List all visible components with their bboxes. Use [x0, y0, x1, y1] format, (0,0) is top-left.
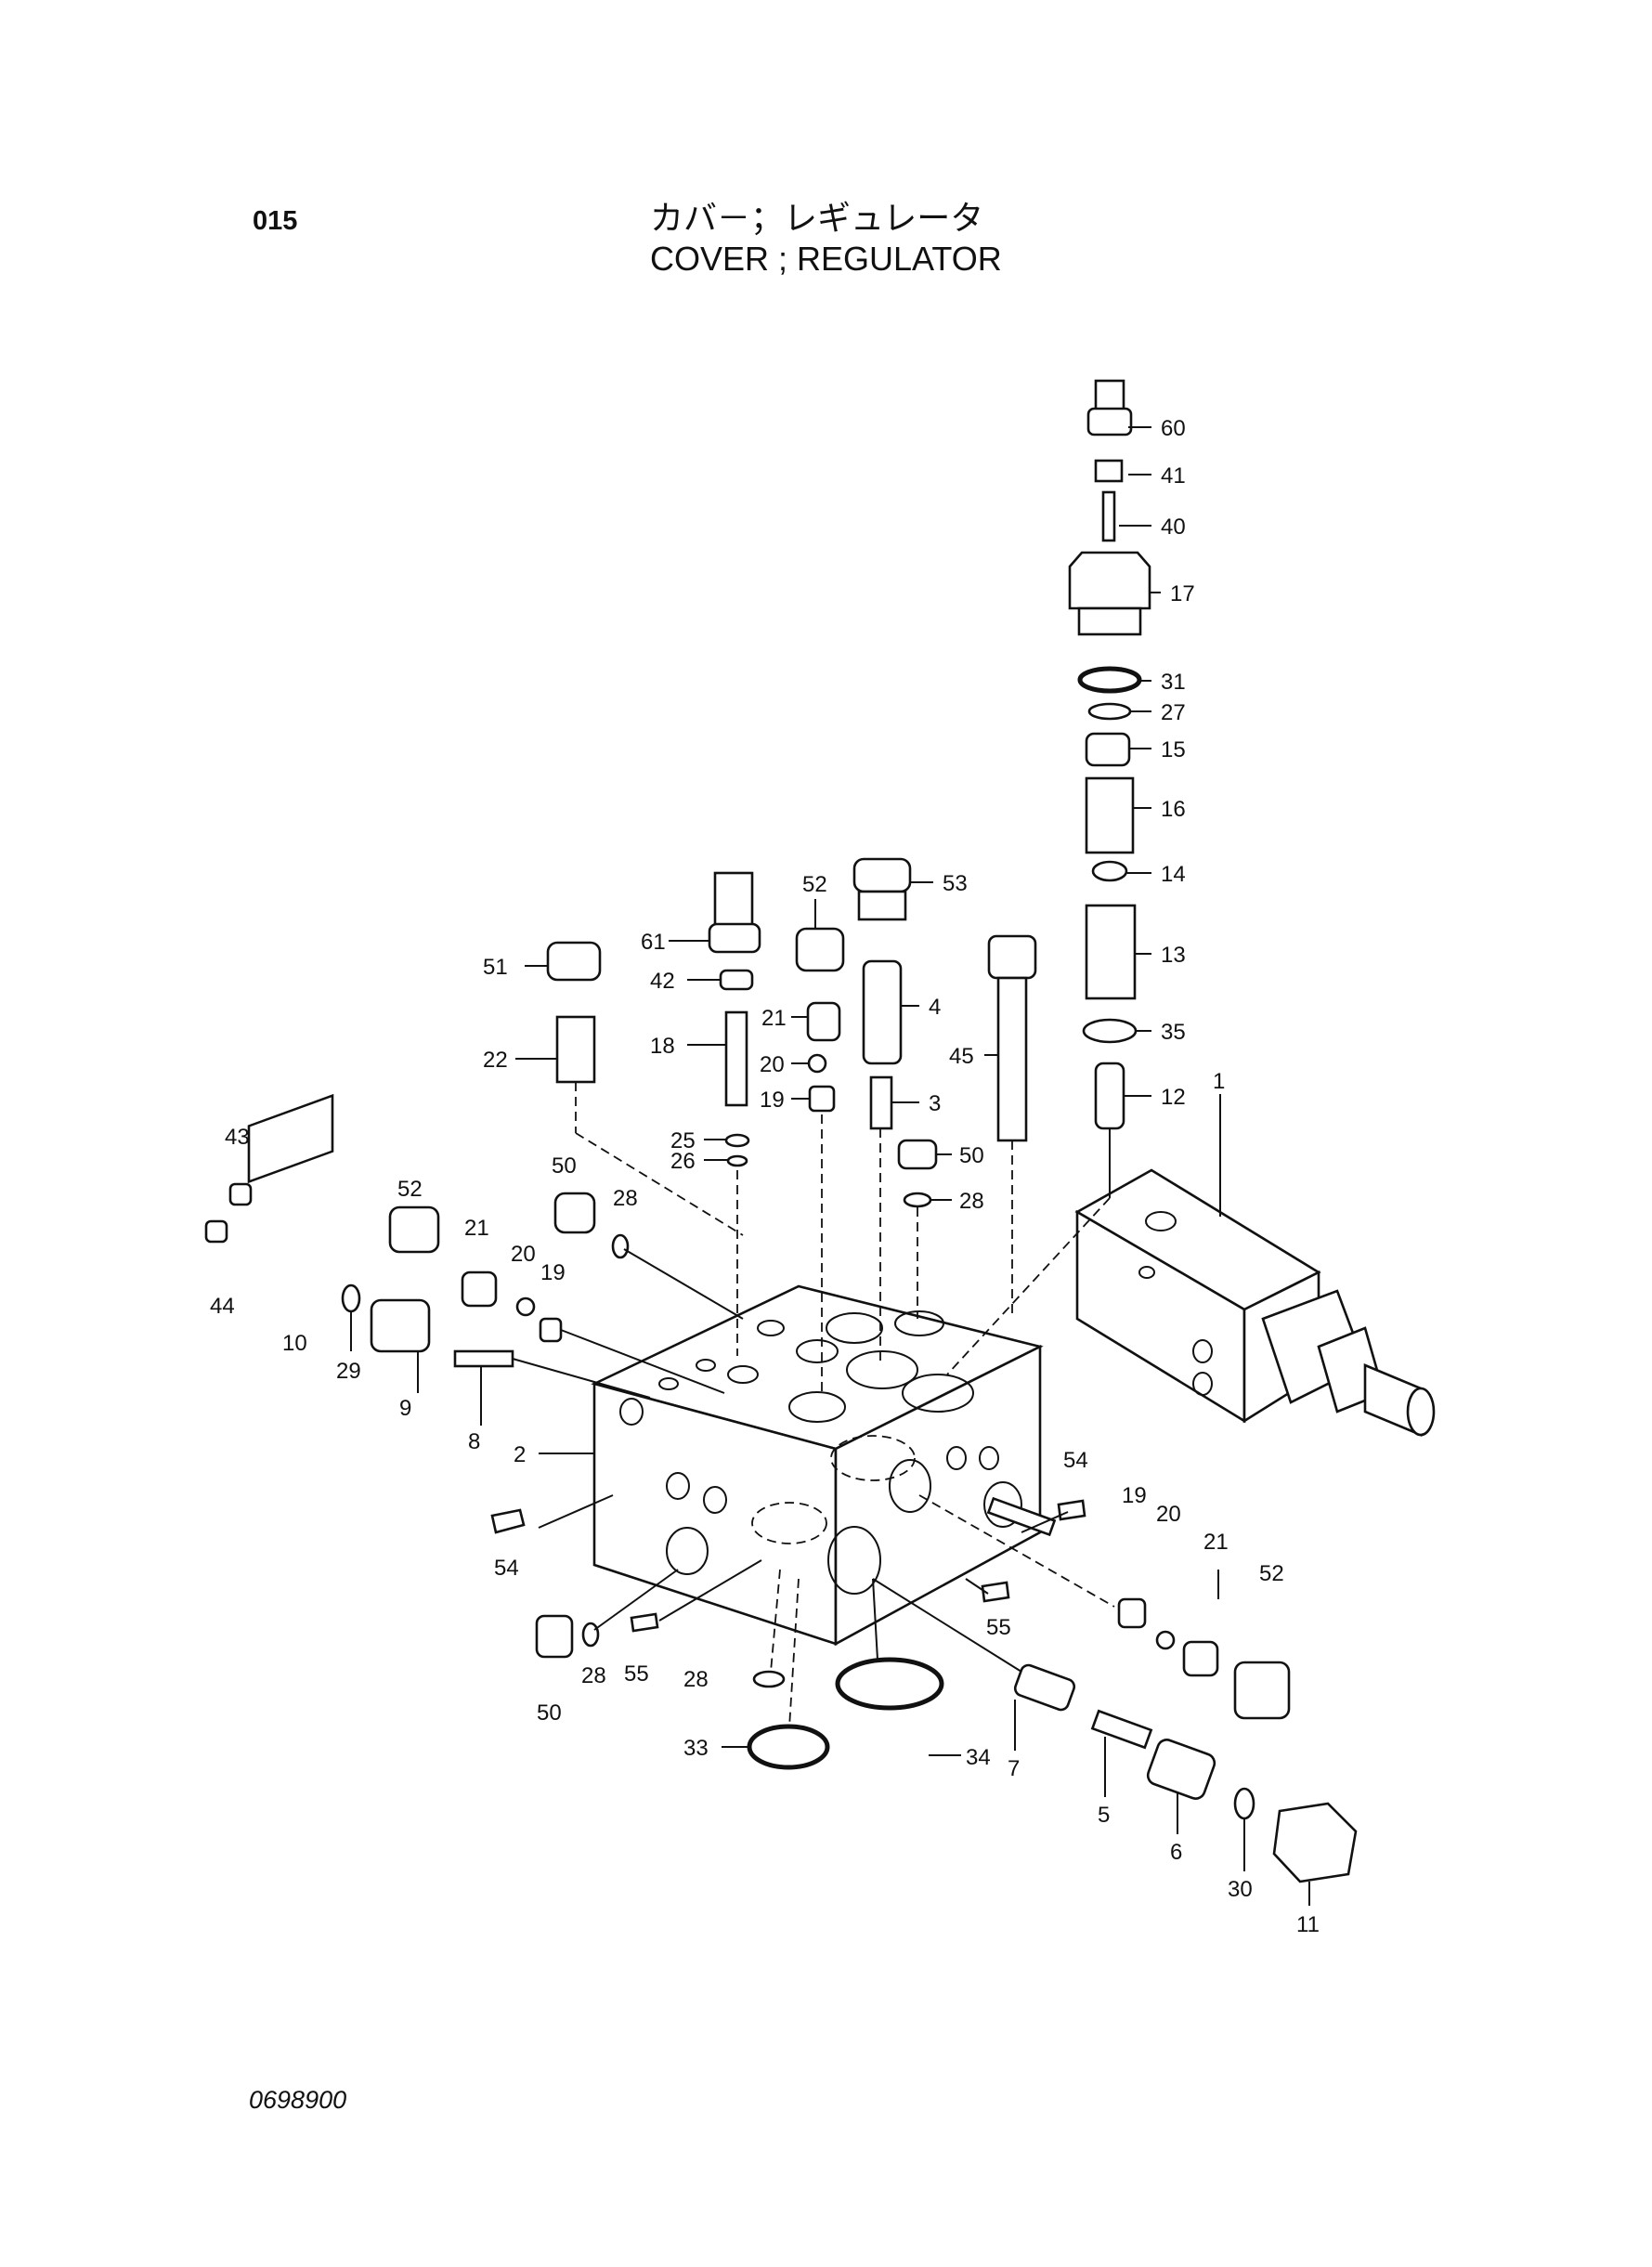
- left-components: [204, 1093, 630, 1534]
- callout-55-left: 55: [624, 1661, 649, 1687]
- callout-35: 35: [1161, 1020, 1186, 1045]
- callout-53: 53: [943, 871, 968, 896]
- callout-42: 42: [650, 969, 675, 994]
- callout-51: 51: [483, 955, 508, 980]
- callout-52-right: 52: [1259, 1561, 1284, 1586]
- callout-11: 11: [1296, 1912, 1320, 1937]
- callout-20-upper: 20: [760, 1052, 785, 1077]
- callout-29: 29: [336, 1359, 361, 1384]
- page-number: 015: [253, 206, 298, 236]
- callout-9: 9: [399, 1396, 411, 1421]
- callout-41: 41: [1161, 463, 1186, 489]
- callout-26: 26: [670, 1149, 696, 1174]
- title-english: COVER ; REGULATOR: [650, 240, 1002, 278]
- callout-44: 44: [210, 1294, 235, 1319]
- callout-28-center: 28: [683, 1667, 709, 1692]
- callout-4: 4: [929, 995, 941, 1020]
- callout-61: 61: [641, 930, 666, 955]
- callout-5: 5: [1098, 1803, 1110, 1828]
- callout-28-left: 28: [613, 1186, 638, 1211]
- callout-52-left: 52: [397, 1177, 423, 1202]
- callout-54-left: 54: [494, 1556, 519, 1581]
- callout-50-lower: 50: [537, 1700, 562, 1726]
- regulator-cover: [1074, 1168, 1436, 1437]
- callout-15: 15: [1161, 737, 1186, 762]
- callout-25: 25: [670, 1128, 696, 1153]
- callout-60: 60: [1161, 416, 1186, 441]
- callout-21-left: 21: [464, 1216, 489, 1241]
- callout-18: 18: [650, 1034, 675, 1059]
- callout-19-left: 19: [540, 1260, 566, 1285]
- callout-22: 22: [483, 1048, 508, 1073]
- callout-52-upper: 52: [802, 872, 827, 897]
- callout-43: 43: [225, 1125, 250, 1150]
- callout-12: 12: [1161, 1085, 1186, 1110]
- callout-2: 2: [514, 1442, 526, 1467]
- callout-16: 16: [1161, 797, 1186, 822]
- callout-27: 27: [1161, 700, 1186, 725]
- callout-13: 13: [1161, 943, 1186, 968]
- callout-20-left: 20: [511, 1242, 536, 1267]
- callout-19-right: 19: [1122, 1483, 1147, 1508]
- callout-19-upper: 19: [760, 1088, 785, 1113]
- callout-3: 3: [929, 1091, 941, 1116]
- callout-14: 14: [1161, 862, 1186, 887]
- callout-45: 45: [949, 1044, 974, 1069]
- callout-10: 10: [282, 1331, 307, 1356]
- callout-6: 6: [1170, 1840, 1182, 1865]
- valve-body-block: [591, 1284, 1044, 1647]
- callout-34: 34: [966, 1745, 991, 1770]
- callout-33: 33: [683, 1736, 709, 1761]
- relief-valve-stack: [1068, 379, 1151, 1130]
- callout-31: 31: [1161, 670, 1186, 695]
- callout-7: 7: [1008, 1756, 1020, 1781]
- callout-20-right: 20: [1156, 1502, 1181, 1527]
- callout-21-right: 21: [1203, 1530, 1229, 1555]
- callout-labels: 60 41 40 17 31 27 15 16 14 13 35 12 1 53…: [210, 416, 1320, 1937]
- callout-55-right: 55: [986, 1615, 1011, 1640]
- callout-21-upper: 21: [761, 1006, 787, 1031]
- callout-17: 17: [1170, 581, 1195, 606]
- callout-8: 8: [468, 1429, 480, 1454]
- callout-28-lower: 28: [581, 1663, 606, 1688]
- callout-50-upper: 50: [959, 1143, 984, 1168]
- callout-1: 1: [1213, 1069, 1225, 1094]
- callout-54-right: 54: [1063, 1448, 1088, 1473]
- drawing-code: 0698900: [249, 2086, 347, 2114]
- callout-28-upper: 28: [959, 1189, 984, 1214]
- callout-50-left: 50: [552, 1153, 577, 1179]
- leader-lines: [350, 426, 1310, 1906]
- callout-40: 40: [1161, 515, 1186, 540]
- title-japanese: カバ－；レギュレータ: [650, 200, 984, 238]
- callout-30: 30: [1228, 1877, 1253, 1902]
